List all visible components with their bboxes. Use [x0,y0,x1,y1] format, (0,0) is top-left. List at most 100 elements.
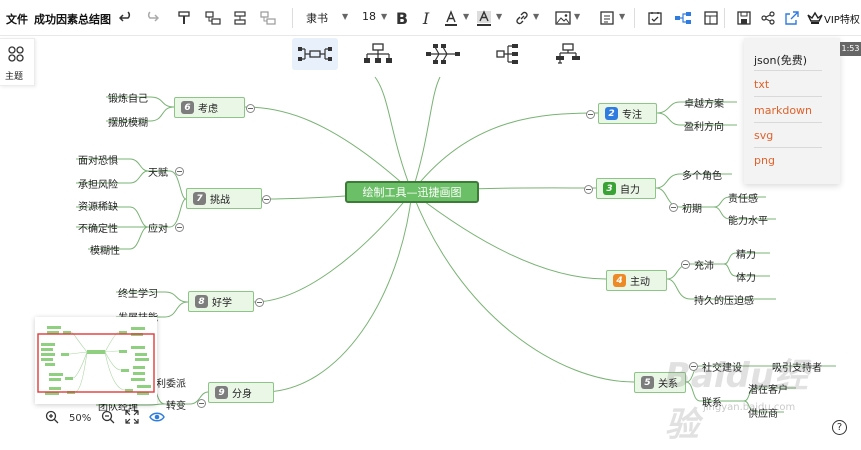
export-png-item[interactable]: png [754,154,775,167]
vip-button[interactable]: VIP特权 [824,15,860,26]
leaf-node[interactable]: 利委派 [156,379,186,390]
export-svg-item[interactable]: svg [754,129,774,142]
branch-node-self-reliance[interactable]: 3 自力 [596,178,656,199]
sub-topic[interactable]: 初期 [682,204,702,215]
collapse-toggle[interactable] [262,195,271,204]
leaf-node[interactable]: 面对恐惧 [78,156,118,167]
redo-icon[interactable] [141,7,163,29]
priority-3-icon: 3 [603,182,616,195]
format-painter-icon[interactable] [173,7,195,29]
collapse-toggle[interactable] [586,110,595,119]
leaf-node[interactable]: 承担风险 [78,180,118,191]
link-icon[interactable] [511,7,533,29]
leaf-node[interactable]: 精力 [736,250,756,261]
chevron-down-icon[interactable]: ▼ [342,12,349,21]
collapse-toggle[interactable] [681,260,690,269]
zoom-out-icon[interactable] [101,410,115,427]
branch-node-delegate[interactable]: 9 分身 [208,382,274,403]
image-icon[interactable] [552,7,574,29]
chevron-down-icon[interactable]: ▼ [619,12,626,21]
export-icon[interactable] [781,7,803,29]
sub-topic[interactable]: 社交建设 [702,363,742,374]
sub-topic[interactable]: 应对 [148,224,168,235]
sub-topic[interactable]: 天赋 [148,168,168,179]
sub-topic[interactable]: 充沛 [694,261,714,272]
leaf-node[interactable]: 卓越方案 [684,99,724,110]
file-menu[interactable]: 文件 [6,13,28,26]
chevron-down-icon[interactable]: ▼ [381,12,388,21]
export-markdown-item[interactable]: markdown [754,104,813,117]
collapse-toggle[interactable] [584,185,593,194]
document-title[interactable]: 成功因素总结图 [34,13,111,26]
branch-node-focus[interactable]: 2 专注 [598,103,657,124]
leaf-node[interactable]: 多个角色 [682,171,722,182]
center-topic[interactable]: 绘制工具—迅捷画图 [345,181,479,203]
note-icon[interactable] [596,7,618,29]
leaf-node[interactable]: 责任感 [728,194,758,205]
highlight-color-icon[interactable] [473,7,495,29]
theme-panel-button[interactable]: 主题 [0,38,35,86]
collapse-toggle[interactable] [255,298,264,307]
leaf-node[interactable]: 终生学习 [118,289,158,300]
font-color-icon[interactable] [440,7,462,29]
branch-node-relationship[interactable]: 5 关系 [634,372,686,393]
branch-node-learning[interactable]: 8 好学 [188,291,254,312]
share-icon[interactable] [757,7,779,29]
collapse-toggle[interactable] [197,399,206,408]
save-icon[interactable] [733,7,755,29]
leaf-node[interactable]: 能力水平 [728,216,768,227]
export-json-item[interactable]: json(免费) [754,54,808,67]
leaf-node[interactable]: 团队经理 [98,402,138,413]
chevron-down-icon[interactable]: ▼ [496,12,503,21]
branch-node-initiative[interactable]: 4 主动 [606,270,667,291]
leaf-node[interactable]: 潜在客户 [748,385,788,396]
font-family-select[interactable]: 隶书 [306,12,328,25]
collapse-toggle[interactable] [689,362,698,371]
leaf-node[interactable]: 锻炼自己 [108,94,148,105]
layout-mindmap-button[interactable] [292,38,338,70]
branch-node-challenge[interactable]: 7 挑战 [186,188,262,209]
branch-node-consider[interactable]: 6 考虑 [174,97,245,118]
chevron-down-icon[interactable]: ▼ [533,12,540,21]
insert-sibling-icon[interactable] [229,7,251,29]
leaf-node[interactable]: 不确定性 [78,224,118,235]
insert-parent-icon[interactable] [257,7,279,29]
undo-icon[interactable] [115,7,137,29]
help-icon[interactable]: ? [832,420,847,435]
italic-icon[interactable]: I [422,8,430,28]
layout-org-button[interactable] [355,38,401,70]
collapse-toggle[interactable] [246,104,255,113]
chevron-down-icon[interactable]: ▼ [463,12,470,21]
collapse-toggle[interactable] [669,203,678,212]
minimap[interactable] [35,317,157,404]
structure-icon[interactable] [672,7,694,29]
elapsed-time-badge: 1:53 [840,42,861,56]
eye-icon[interactable] [149,411,166,426]
leaf-node[interactable]: 体力 [736,273,756,284]
layout-fishbone-button[interactable] [420,38,466,70]
layout-right-button[interactable] [485,38,531,70]
bold-icon[interactable]: B [395,8,409,28]
leaf-node[interactable]: 吸引支持者 [772,363,822,374]
leaf-node[interactable]: 盈利方向 [684,122,724,133]
layout-tree-button[interactable] [545,38,591,70]
collapse-toggle[interactable] [175,167,184,176]
sub-topic[interactable]: 联系 [702,398,722,409]
collapse-toggle[interactable] [175,223,184,232]
leaf-node[interactable]: 持久的压迫感 [694,296,754,307]
layout-icon[interactable] [700,7,722,29]
insert-child-icon[interactable] [202,7,224,29]
crown-icon[interactable] [804,7,826,29]
chevron-down-icon[interactable]: ▼ [574,12,581,21]
leaf-node[interactable]: 供应商 [748,409,778,420]
leaf-node[interactable]: 模糊性 [90,246,120,257]
leaf-node[interactable]: 摆脱模糊 [108,118,148,129]
leaf-node[interactable]: 资源稀缺 [78,202,118,213]
export-txt-item[interactable]: txt [754,78,770,91]
task-icon[interactable] [644,7,666,29]
fit-screen-icon[interactable] [125,409,139,427]
font-size-select[interactable]: 18 [362,10,376,23]
zoom-in-icon[interactable] [45,410,59,427]
sub-topic[interactable]: 转变 [166,401,186,412]
mindmap-canvas[interactable]: 绘制工具—迅捷画图 6 考虑 锻炼自己 摆脱模糊 7 挑战 天赋 应对 面对恐惧… [0,37,861,450]
